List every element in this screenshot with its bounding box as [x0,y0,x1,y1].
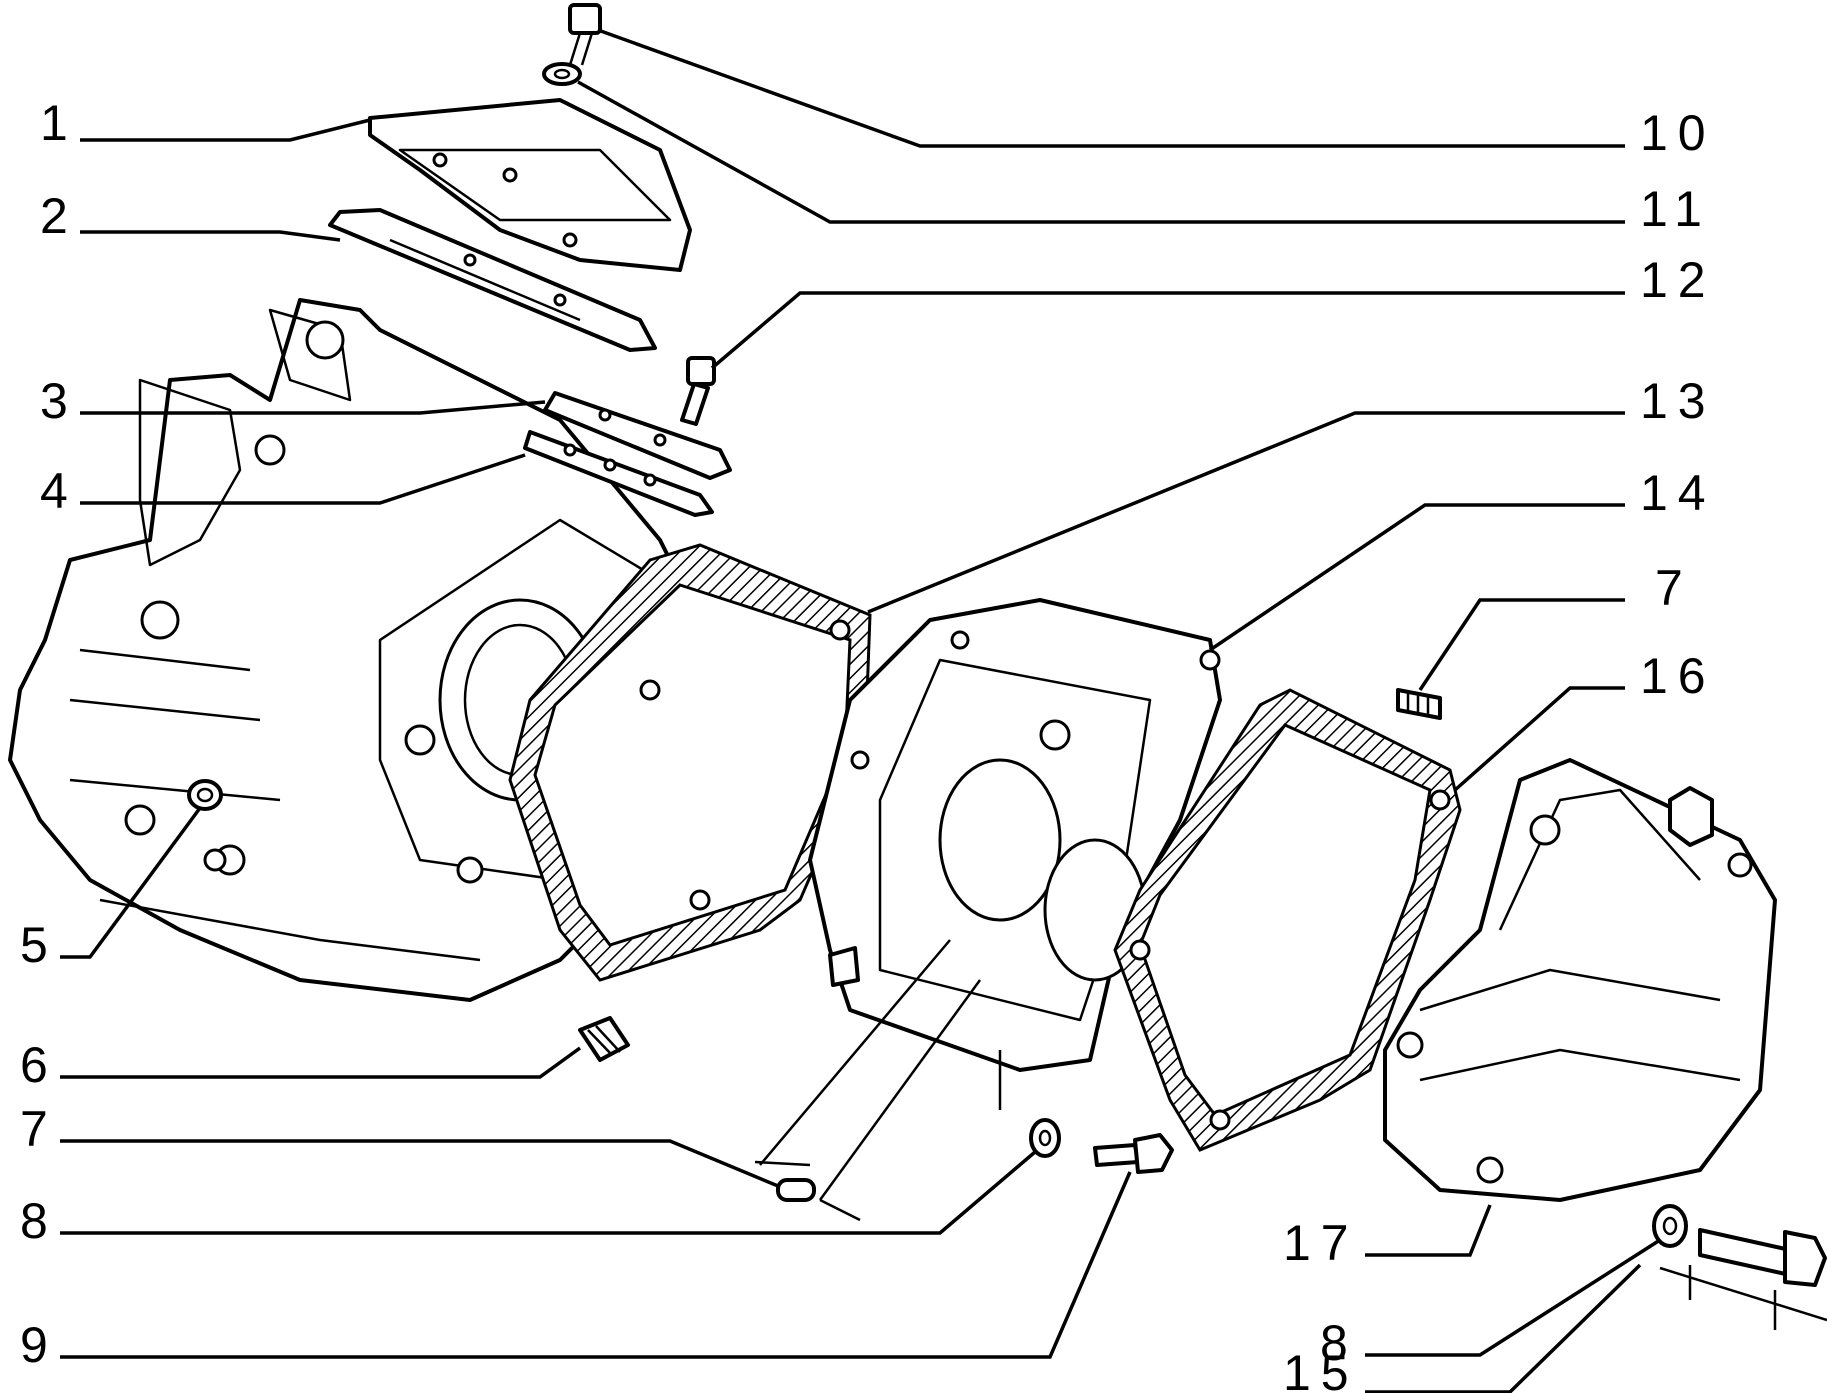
top-gasket [328,208,657,352]
callout-7a: 7 [20,1101,58,1157]
leader-8b [1365,1238,1661,1357]
leader-14 [1209,503,1625,652]
leader-9 [60,1171,1132,1359]
top-cover [368,98,692,272]
rear-cover [1383,758,1777,1202]
callout-13: 13 [1640,373,1716,429]
leader-15 [1365,1263,1642,1393]
callout-labels: 1 2 3 4 5 6 7 8 9 10 11 12 13 14 7 16 17… [20,95,1716,1393]
leader-17 [1365,1204,1492,1257]
plug-6 [578,1016,630,1062]
callout-2: 2 [40,188,78,244]
leader-11 [577,80,1625,224]
intermediate-plate [808,598,1222,1072]
callout-4: 4 [40,463,78,519]
leader-10 [597,28,1625,148]
washer-right [1652,1204,1688,1248]
callout-16: 16 [1640,648,1716,704]
leader-13 [867,411,1625,614]
leader-12 [710,291,1625,370]
leader-lines [60,28,1661,1393]
callout-12: 12 [1640,252,1716,308]
callout-8b: 8 [1320,1315,1358,1371]
callout-7b: 7 [1655,560,1693,616]
bolt-center [1093,1133,1174,1174]
leader-5 [60,806,202,959]
leader-6 [60,1046,582,1079]
callout-1: 1 [40,95,78,151]
callout-6: 6 [20,1037,58,1093]
dowel-pin-upper [1396,688,1442,720]
bolt-right [1659,1228,1827,1330]
leader-2 [80,230,341,242]
reference-axis-lines [754,939,1002,1222]
callout-5: 5 [20,917,58,973]
leader-1 [80,118,371,142]
callout-11: 11 [1640,181,1712,237]
callout-9: 9 [20,1317,58,1373]
gasket-16 [1113,688,1462,1152]
plate [543,391,732,480]
leader-7a [60,1139,779,1188]
washer-center [1029,1118,1061,1158]
callout-15: 15 [1283,1345,1359,1393]
top-washer [542,62,582,86]
callout-8a: 8 [20,1193,58,1249]
dowel-pin-lower [776,1178,816,1202]
leader-4 [80,453,526,505]
callout-17: 17 [1283,1215,1359,1271]
leader-8a [60,1150,1037,1235]
callout-3: 3 [40,373,78,429]
leader-16 [1453,686,1625,792]
leader-7b [1418,598,1625,691]
callout-10: 10 [1640,105,1716,161]
plate-gasket [523,430,714,517]
bolt-12 [680,356,716,426]
leader-3 [80,400,546,415]
top-bolt [568,3,602,66]
callout-14: 14 [1640,465,1716,521]
plug-5 [187,779,223,811]
gasket-13 [508,543,872,982]
